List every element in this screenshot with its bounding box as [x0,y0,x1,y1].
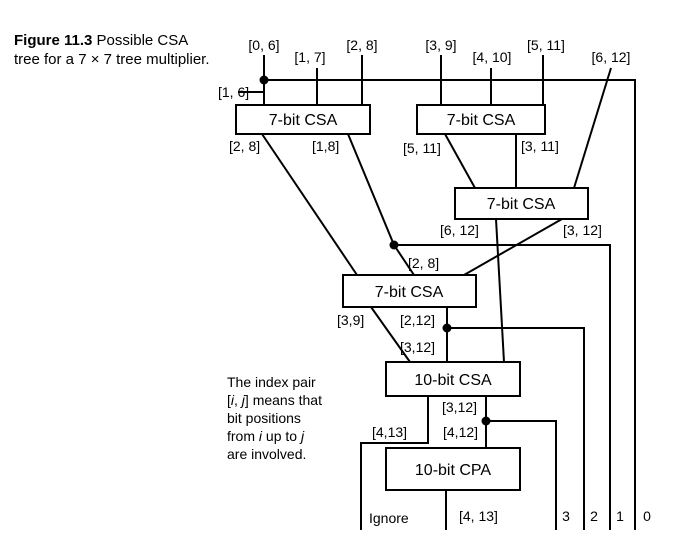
wire-csa4-bit-2 [447,327,585,530]
input-label: [6, 12] [592,49,631,65]
edge-label: [5, 11] [403,140,441,156]
csa-block-1: 7-bit CSA [235,104,371,135]
wire-csa5-bit-3 [486,420,557,530]
csa-block-2-label: 7-bit CSA [447,112,516,129]
edge-label: [2, 8] [408,255,439,271]
figure-caption-text: Possible CSA tree for a 7 × 7 tree multi… [14,32,210,68]
bit-output-label: 0 [643,508,651,524]
wire-shift-2-8 [393,244,415,276]
csa-block-2: 7-bit CSA [416,104,546,135]
cpa-block: 10-bit CPA [385,447,521,491]
csa-block-5-label: 10-bit CSA [414,372,492,389]
csa-block-1-label: 7-bit CSA [269,112,338,129]
csa-block-5: 10-bit CSA [385,361,521,397]
note-line-4: from i up to j [227,428,305,444]
wire-input-6-12 [573,67,612,189]
wire-csa5-4-13 [360,396,429,530]
junction-dot [481,416,491,426]
input-label: [5, 11] [527,37,565,53]
wire-csa4-3-9 [370,306,411,363]
note-line-2: [i, j] means that [227,392,322,408]
edge-label: [2,12] [400,312,435,328]
csa-block-4: 7-bit CSA [342,274,477,308]
bit-output-label: 2 [590,508,598,524]
edge-label: [3,12] [442,399,477,415]
ignore-label: Ignore [369,510,409,526]
wire-csa2-5-11 [444,133,476,189]
edge-label: [1,8] [312,138,339,154]
edge-label: [4,12] [443,424,478,440]
edge-label: [3,12] [400,339,435,355]
input-label: [2, 8] [346,37,377,53]
note-line-3: bit positions [227,410,301,426]
input-label: [0, 6] [248,37,279,53]
junction-dot [259,75,269,85]
input-label: [1, 6] [218,84,249,100]
result-label: [4, 13] [459,508,498,524]
edge-label: [2, 8] [229,138,260,154]
input-label: [1, 7] [294,49,325,65]
figure-caption: Figure 11.3 Possible CSA tree for a 7 × … [14,31,214,69]
cpa-block-label: 10-bit CPA [415,462,492,479]
input-label: [3, 9] [425,37,456,53]
input-labels: [0, 6] [1, 7] [2, 8] [3, 9] [4, 10] [5, … [218,37,630,100]
figure-number: Figure 11.3 [14,32,93,49]
wire-csa1-2-8 [261,133,358,276]
input-label: [4, 10] [473,49,512,65]
edge-label: [4,13] [372,424,407,440]
bit-output-label: 3 [562,508,570,524]
edge-labels: [2, 8] [1,8] [5, 11] [3, 11] [6, 12] [3,… [229,138,602,526]
bit-output-label: 1 [616,508,624,524]
junction-dot [442,323,452,333]
csa-block-3: 7-bit CSA [454,187,589,220]
note-line-5: are involved. [227,446,307,462]
bit-output-labels: 3 2 1 0 [562,508,651,524]
edge-label: [3,9] [337,312,364,328]
wire-csa1-1-8 [347,133,611,530]
note-line-1: The index pair [227,374,316,390]
wire-input-0-6 [263,55,636,530]
csa-block-4-label: 7-bit CSA [375,284,444,301]
csa-block-3-label: 7-bit CSA [487,196,556,213]
wires [238,55,636,530]
wire-csa3-6-12 [495,218,505,363]
index-pair-note: The index pair [i, j] means that bit pos… [227,373,377,463]
edge-label: [3, 11] [521,138,559,154]
edge-label: [6, 12] [440,222,479,238]
wire-csa3-3-12 [463,218,563,276]
edge-label: [3, 12] [563,222,602,238]
